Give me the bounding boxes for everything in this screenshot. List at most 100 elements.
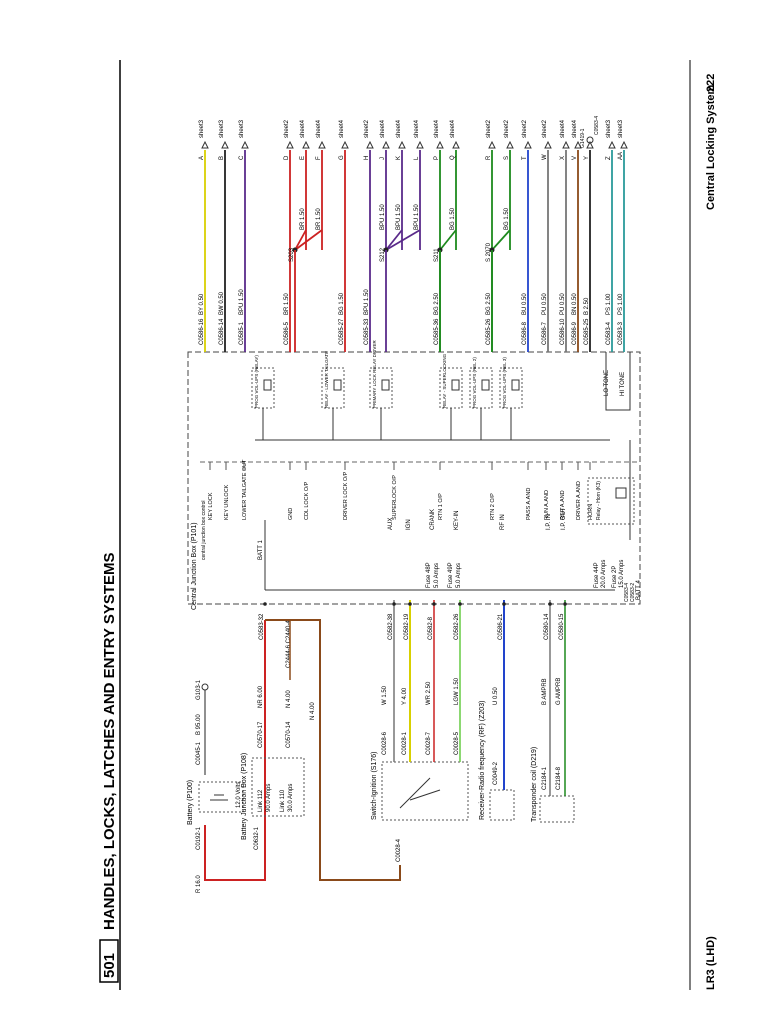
ignition-w4: LGW 1.50 — [454, 677, 460, 705]
relay-coil-icon — [481, 379, 490, 391]
cjb-relays: PROG VOL-UPS (RELAY)RELAY - LOWER TAILGA… — [251, 340, 610, 441]
output-letter-g: G — [339, 155, 345, 160]
receiver-box — [489, 789, 515, 821]
cjb-input-conn: C0582-19 — [404, 613, 410, 640]
battery-feed-red — [204, 620, 266, 881]
fuse-49p: Fuse 49P — [448, 562, 454, 588]
connector-arrow-icon — [416, 140, 424, 149]
output-letter-aa: AA — [618, 152, 624, 160]
output-letter-x: X — [560, 156, 566, 160]
logic-label: PASS A.AND — [526, 488, 532, 520]
cjb-pin — [563, 602, 567, 606]
relay-coil-icon — [263, 379, 272, 391]
cjb-input-labels: AUX IGN CRANK KEY-IN RF IN I.P. IN I.P. … — [388, 507, 567, 530]
output-conn-v: C0586-9 — [572, 321, 578, 345]
output-wire-label-d: BR 1.50 — [284, 293, 290, 315]
output-dest-c: sheet3 — [239, 119, 245, 138]
output-conn-h: C0585-33 — [364, 318, 370, 345]
battery-right-wire: B 95.00 — [196, 714, 202, 735]
splice-label: S 2070 — [486, 242, 492, 262]
output-wire-label-a: BY 0.50 — [199, 293, 205, 315]
bjb-link2-amp: 30.0 Amps — [288, 784, 294, 812]
transponder-w1: B AMPRB — [542, 678, 548, 705]
logic-label: RUN A.AND — [544, 490, 550, 520]
splice-label: S203 — [289, 247, 295, 262]
output-wire-label-c: BPU 1.50 — [239, 289, 245, 315]
cjb-input-conn: C0586-21 — [498, 613, 504, 640]
output-letter-f: F — [316, 156, 322, 160]
cjb-pin — [408, 602, 412, 606]
cjb-input-conn: C0580-14 — [544, 613, 550, 640]
output-conn-x: C0586-10 — [560, 318, 566, 345]
ignition-c4: C0028-5 — [454, 731, 460, 755]
header-bar: 501 HANDLES, LOCKS, LATCHES AND ENTRY SY… — [99, 60, 717, 990]
ignition-feed-brown — [265, 619, 401, 881]
logic-label: CDL LOCK O/P — [304, 481, 310, 520]
fuse-2p-amp: 15.0 Amps — [619, 560, 625, 588]
output-letter-h: H — [364, 156, 370, 160]
cjb-input-conn: C0583-32 — [259, 613, 265, 640]
output-wire-label-r: BG 2.50 — [486, 292, 492, 315]
output-dest-t: sheet2 — [522, 119, 528, 138]
connector-arrow-icon — [586, 140, 594, 149]
connector-arrow-icon — [506, 140, 514, 149]
output-dest-d: sheet2 — [284, 119, 290, 138]
logic-label: KEY LOCK — [208, 492, 214, 520]
splice-branch — [294, 229, 323, 251]
splice-branch — [439, 229, 457, 251]
lo-tone-label: LO TONE — [604, 370, 610, 396]
battery-right-conn: C0045-1 — [196, 741, 202, 765]
transponder-c2: C2184-8 — [556, 766, 562, 790]
receiver-group: Receiver-Radio frequency (RF) (Z203) C00… — [479, 600, 515, 821]
output-dest-g: sheet4 — [339, 119, 345, 138]
ignition-c1: C0028-6 — [382, 731, 388, 755]
ignition-box — [381, 761, 469, 821]
output-letter-c: C — [239, 155, 245, 160]
cjb-input-conn: C0580-15 — [559, 613, 565, 640]
page-number: 222 — [705, 74, 717, 92]
fuse-2p: Fuse 2P — [612, 566, 618, 588]
connector-arrow-icon — [221, 140, 229, 149]
connector-arrow-icon — [574, 140, 582, 149]
bjb-box — [251, 757, 305, 817]
output-letter-y: Y — [584, 156, 590, 160]
output-conn-a: C0586-16 — [199, 318, 205, 345]
transponder-c1: C2184-1 — [542, 766, 548, 790]
connector-arrow-icon — [201, 140, 209, 149]
fuse-labels: Fuse 48P 5.0 Amps Fuse 49P 5.0 Amps Fuse… — [426, 560, 625, 588]
ignition-w1: W 1.50 — [382, 685, 388, 705]
relay-coil-icon — [511, 379, 520, 391]
ignition-c3: C0028-7 — [426, 731, 432, 755]
input-ip-in: I.P. IN — [546, 514, 552, 530]
output-dest-j: sheet4 — [380, 119, 386, 138]
output-letter-a: A — [199, 156, 205, 160]
relay-label: PROG VOL-UPS (REL 2) — [472, 357, 477, 408]
logic-label: RTN 2 O/P — [490, 493, 496, 520]
battery-left-conn: C0192-1 — [196, 826, 202, 850]
battery-group: Battery (P100) 12.0 Volts R 16.0 C0192-1… — [187, 620, 266, 893]
fuse-44p-amp: 20.0 Amps — [601, 560, 607, 588]
input-rf: RF IN — [500, 514, 506, 530]
logic-label: DRIVER A.AND — [576, 481, 582, 520]
battery-left-wire: R 16.0 — [196, 875, 202, 893]
connector-arrow-icon — [286, 140, 294, 149]
output-wire-label-z: PS 1.00 — [606, 293, 612, 315]
connector-arrow-icon — [318, 140, 326, 149]
output-conn-t: C0586-8 — [522, 321, 528, 345]
cjb-bus-label: BATT 1 — [258, 540, 264, 560]
output-conn-d: C0586-5 — [284, 321, 290, 345]
transponder-title: Transponder coil (D219) — [531, 747, 538, 822]
cjb-group: Central Junction Box (P101) central junc… — [187, 340, 642, 640]
output-conn-r: C0585-26 — [486, 318, 492, 345]
bjb-conn-in: C0632-1 — [254, 826, 260, 850]
ignition-w2: Y 4.00 — [402, 687, 408, 705]
vehicle-model: LR3 (LHD) — [705, 936, 717, 990]
output-letter-p: P — [434, 156, 440, 160]
connector-arrow-icon — [452, 140, 460, 149]
logic-label: HORN — [588, 504, 594, 520]
bjb-title: Battery Junction Box (P108) — [241, 753, 248, 840]
output-conn-aa: C0583-3 — [618, 321, 624, 345]
